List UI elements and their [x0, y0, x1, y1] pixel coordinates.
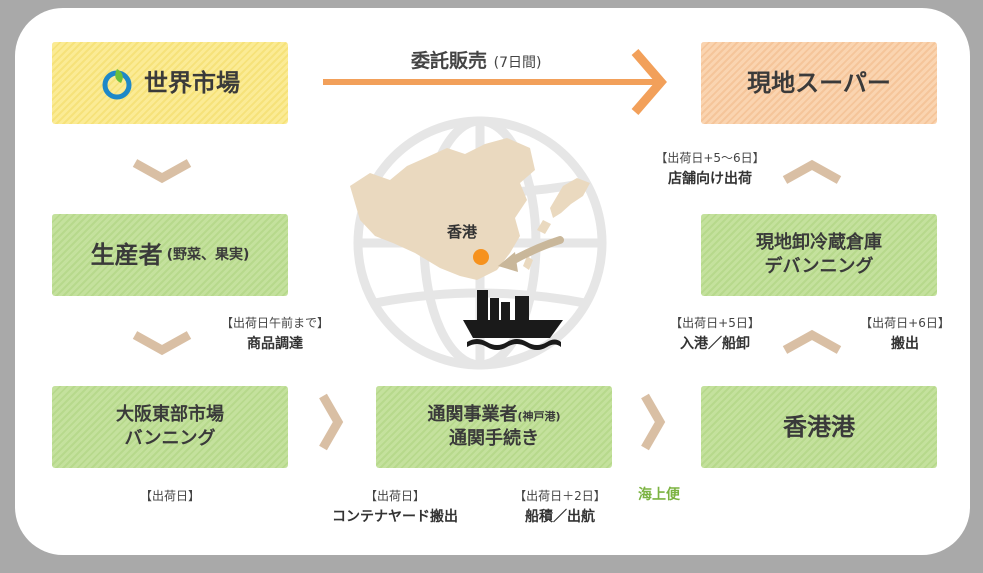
local-warehouse-node: 現地卸冷蔵倉庫 デバンニング	[701, 214, 937, 296]
chevron-down-icon	[132, 159, 192, 184]
sailing-note: 【出荷日＋2日】	[514, 489, 606, 503]
leaf-ring-logo-icon	[102, 69, 132, 100]
local-supermarket-label: 現地スーパー	[747, 68, 891, 97]
consignment-label: 委託販売 (7日間)	[411, 46, 541, 73]
taiwan-map-shape	[523, 256, 533, 270]
osaka-market-label-1: 大阪東部市場	[116, 403, 224, 425]
hongkong-port-label: 香港港	[783, 412, 855, 441]
procurement-text: 商品調達	[247, 336, 303, 353]
sea-freight-text: 海上便	[638, 487, 680, 503]
container-yard-label: 【出荷日】 コンテナヤード搬出	[320, 486, 470, 530]
carry-out-note: 【出荷日+6日】	[860, 316, 950, 330]
sailing-text: 船積／出航	[525, 509, 595, 526]
world-market-node: 世界市場	[52, 42, 288, 124]
hongkong-marker	[473, 249, 489, 265]
hongkong-text: 香港	[447, 223, 478, 241]
container-yard-text: コンテナヤード搬出	[332, 509, 458, 526]
consignment-duration: (7日間)	[493, 55, 542, 71]
japan-map-shape	[537, 178, 590, 234]
chevron-right-icon	[641, 393, 666, 451]
diagram-graphics	[132, 49, 842, 451]
shop-shipment-note: 【出荷日+5〜6日】	[655, 151, 765, 165]
ship-day-label: 【出荷日】	[125, 486, 215, 506]
port-arrival-label: 【出荷日+5日】 入港／船卸	[665, 313, 765, 357]
port-arrival-note: 【出荷日+5日】	[670, 316, 760, 330]
container-yard-note: 【出荷日】	[364, 489, 425, 503]
procurement-note: 【出荷日午前まで】	[220, 316, 329, 330]
hongkong-label: 香港	[447, 220, 477, 246]
producer-node: 生産者 (野菜、果実)	[52, 214, 288, 296]
customs-label-2: 通関手続き	[449, 428, 539, 449]
local-supermarket-node: 現地スーパー	[701, 42, 937, 124]
route-arrowhead	[498, 252, 518, 272]
customs-label-1: 通関事業者	[427, 403, 518, 425]
procurement-label: 【出荷日午前まで】 商品調達	[205, 313, 345, 357]
ship-day-note: 【出荷日】	[139, 489, 200, 503]
china-map-shape	[350, 138, 535, 280]
osaka-market-node: 大阪東部市場 バンニング	[52, 386, 288, 468]
port-arrival-text: 入港／船卸	[680, 336, 750, 353]
chevron-up-icon	[782, 159, 842, 184]
warehouse-label-1: 現地卸冷蔵倉庫	[756, 231, 882, 253]
warehouse-label-2: デバンニング	[764, 256, 874, 277]
consignment-text: 委託販売	[411, 50, 488, 72]
customs-sub-label: (神戸港)	[517, 409, 561, 423]
world-market-label: 世界市場	[144, 68, 240, 97]
sailing-label: 【出荷日＋2日】 船積／出航	[505, 486, 615, 530]
osaka-market-label-2: バンニング	[124, 428, 216, 449]
carry-out-label: 【出荷日+6日】 搬出	[855, 313, 955, 357]
chevron-down-icon	[132, 331, 192, 356]
flow-diagram: 世界市場 委託販売 (7日間) 現地スーパー 【出荷日+5〜6日】 店舗向け出荷…	[15, 8, 970, 555]
chevron-right-icon	[319, 393, 344, 451]
shop-shipment-label: 【出荷日+5〜6日】 店舗向け出荷	[640, 148, 780, 192]
consignment-arrowhead	[631, 49, 667, 115]
producer-label: 生産者	[90, 240, 163, 269]
customs-node: 通関事業者(神戸港) 通関手続き	[376, 386, 612, 468]
chevron-up-icon	[782, 329, 842, 354]
hongkong-port-node: 香港港	[701, 386, 937, 468]
shop-shipment-text: 店舗向け出荷	[668, 171, 752, 188]
carry-out-text: 搬出	[891, 336, 919, 353]
sea-freight-label: 海上便	[629, 484, 689, 508]
ship-icon	[463, 290, 563, 350]
producer-sub-label: (野菜、果実)	[166, 246, 250, 263]
